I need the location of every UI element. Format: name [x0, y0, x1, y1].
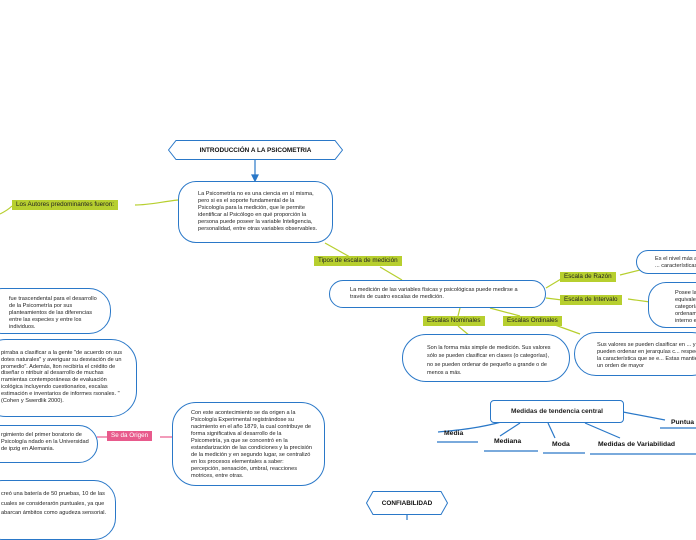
mediana-label: Mediana	[494, 438, 522, 445]
connector-escalas-to-intervalo	[545, 297, 563, 301]
autor-card-1-text: fue trascendental para el desarrollo de …	[9, 296, 97, 330]
escalas-nominales-tag[interactable]: Escalas Nominales	[423, 316, 485, 326]
connector-tendencia-to-moda	[547, 422, 556, 439]
moda-label: Moda	[552, 441, 570, 448]
connector-tendencia-to-puntuaciones	[622, 411, 666, 421]
confiabilidad-shape	[366, 491, 448, 515]
escalas-nominales-label: Escalas Nominales	[427, 317, 481, 324]
autor-card-1[interactable]: fue trascendental para el desarrollo de …	[0, 288, 111, 334]
connector-razon-to-card	[619, 269, 641, 276]
connector-ordinales-to-card	[554, 324, 581, 335]
escalas-card[interactable]: La medición de las variables físicas y p…	[329, 280, 546, 308]
connector-definition-to-tipos	[324, 242, 351, 258]
escalas-text: La medición de las variables físicas y p…	[350, 287, 518, 300]
ordinales-text: Sus valores se pueden clasificar en ... …	[597, 342, 696, 369]
ordinales-card[interactable]: Sus valores se pueden clasificar en ... …	[574, 332, 696, 376]
escala-intervalo-card[interactable]: Posee la ... equivale ... categoría ... …	[648, 282, 696, 328]
autor-card-2-text: pirraba a clasificar a la gente "de acue…	[1, 350, 123, 404]
autores-tag[interactable]: Los Autores predominantes fueron:	[12, 200, 119, 210]
tipos-escala-label: Tipos de escala de medición	[318, 257, 398, 264]
autor-card-4[interactable]: creó una batería de 50 pruebas, 10 de la…	[0, 480, 116, 540]
escala-intervalo-tag[interactable]: Escala de Intervalo	[560, 295, 622, 305]
origen-card[interactable]: Con este acontecimiento se da origen a l…	[172, 402, 325, 486]
variabilidad-node[interactable]: Medidas de Variabilidad	[598, 441, 675, 448]
nominales-card[interactable]: Son la forma más simple de medición. Sus…	[402, 334, 570, 382]
main-topic-node[interactable]: INTRODUCCIÓN A LA PSICOMETRIA	[168, 140, 343, 160]
connector-escalas-to-ordinales	[489, 307, 521, 317]
media-label: Media	[444, 430, 464, 437]
main-topic-label: INTRODUCCIÓN A LA PSICOMETRIA	[199, 146, 312, 154]
autor-card-4-text: creó una batería de 50 pruebas, 10 de la…	[1, 491, 107, 517]
confiabilidad-node[interactable]: CONFIABILIDAD	[366, 491, 448, 515]
connector-autores-left	[0, 205, 13, 215]
escala-razon-tag[interactable]: Escala de Razón	[560, 272, 616, 282]
connector-tendencia-to-mediana	[499, 422, 521, 437]
tendencia-central-label: Medidas de tendencia central	[511, 408, 603, 415]
origen-text: Con este acontecimiento se da origen a l…	[191, 410, 312, 479]
nominales-text: Son la forma más simple de medición. Sus…	[427, 345, 551, 377]
main-topic-shape	[168, 140, 343, 160]
connector-arrowhead-definition	[251, 174, 259, 183]
connector-intervalo-to-card	[627, 298, 651, 303]
moda-node[interactable]: Moda	[552, 441, 570, 448]
connector-layer	[0, 160, 696, 520]
escalas-ordinales-label: Escalas Ordinales	[507, 317, 558, 324]
definition-text: La Psicometría no es una ciencia en sí m…	[198, 191, 318, 232]
escala-razon-card[interactable]: Es el nivel más alto ... características	[636, 250, 696, 274]
confiabilidad-label: CONFIABILIDAD	[381, 499, 433, 507]
escala-razon-text: Es el nivel más alto ... características	[655, 256, 696, 269]
mediana-node[interactable]: Mediana	[494, 438, 521, 445]
escalas-ordinales-tag[interactable]: Escalas Ordinales	[503, 316, 562, 326]
autor-card-2[interactable]: pirraba a clasificar a la gente "de acue…	[0, 339, 137, 417]
variabilidad-label: Medidas de Variabilidad	[598, 441, 676, 448]
puntuaciones-node[interactable]: Puntua	[671, 419, 694, 426]
escala-razon-label: Escala de Razón	[564, 273, 612, 280]
puntuaciones-label: Puntua	[671, 419, 695, 426]
tendencia-central-node[interactable]: Medidas de tendencia central	[490, 400, 624, 423]
connector-tendencia-to-variabilidad	[584, 422, 621, 439]
connector-definition-to-autores	[134, 199, 179, 206]
autores-label: Los Autores predominantes fueron:	[16, 201, 115, 208]
connector-tipos-to-escalas	[379, 266, 403, 281]
definition-card[interactable]: La Psicometría no es una ciencia en sí m…	[178, 181, 333, 243]
escala-intervalo-text: Posee la ... equivale ... categoría ... …	[675, 290, 696, 324]
connector-escalas-to-nominales	[457, 307, 461, 317]
se-da-origen-label: Se da Origen	[111, 432, 149, 439]
tipos-escala-tag[interactable]: Tipos de escala de medición	[314, 256, 402, 266]
se-da-origen-tag[interactable]: Se da Origen	[107, 431, 153, 441]
autor-card-3-text: rgimiento del primer boratorio de Psicol…	[1, 432, 89, 452]
connector-escalas-to-razon	[545, 278, 562, 289]
media-node[interactable]: Media	[444, 430, 463, 437]
escala-intervalo-label: Escala de Intervalo	[564, 296, 618, 303]
autor-card-3[interactable]: rgimiento del primer boratorio de Psicol…	[0, 425, 98, 463]
